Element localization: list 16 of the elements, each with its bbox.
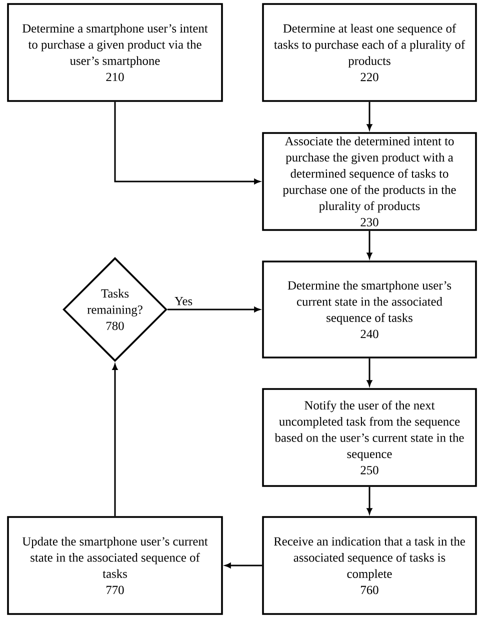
arrow [112, 364, 118, 516]
arrow [225, 562, 262, 568]
arrow [366, 102, 372, 130]
process-box: Update the smartphone user’s current state in the associated sequence of tasks 770 [7, 516, 223, 615]
process-box: Receive an indication that a task in the associated sequence of tasks is complete 760 [262, 516, 477, 615]
arrow [366, 230, 372, 258]
arrow [114, 102, 260, 184]
process-box: Associate the determined intent to purchase the given product with a determined sequence of tasks to purchase one of the products in the plurality of products 230 [262, 132, 477, 231]
edge-label: Yes [174, 297, 192, 306]
process-box: Notify the user of the next uncompleted task from the sequence based on the user’s current state in the sequence 250 [262, 388, 477, 487]
arrow [167, 306, 260, 312]
process-box: Determine a smartphone user’s intent to purchase a given product via the user’s smartphone 210 [7, 3, 223, 102]
arrow [366, 358, 372, 386]
process-box: Determine at least one sequence of tasks to purchase each of a plurality of products 220 [262, 3, 477, 102]
process-box: Determine the smartphone user’s current state in the associated sequence of tasks 240 [262, 260, 477, 358]
arrow [366, 486, 372, 514]
